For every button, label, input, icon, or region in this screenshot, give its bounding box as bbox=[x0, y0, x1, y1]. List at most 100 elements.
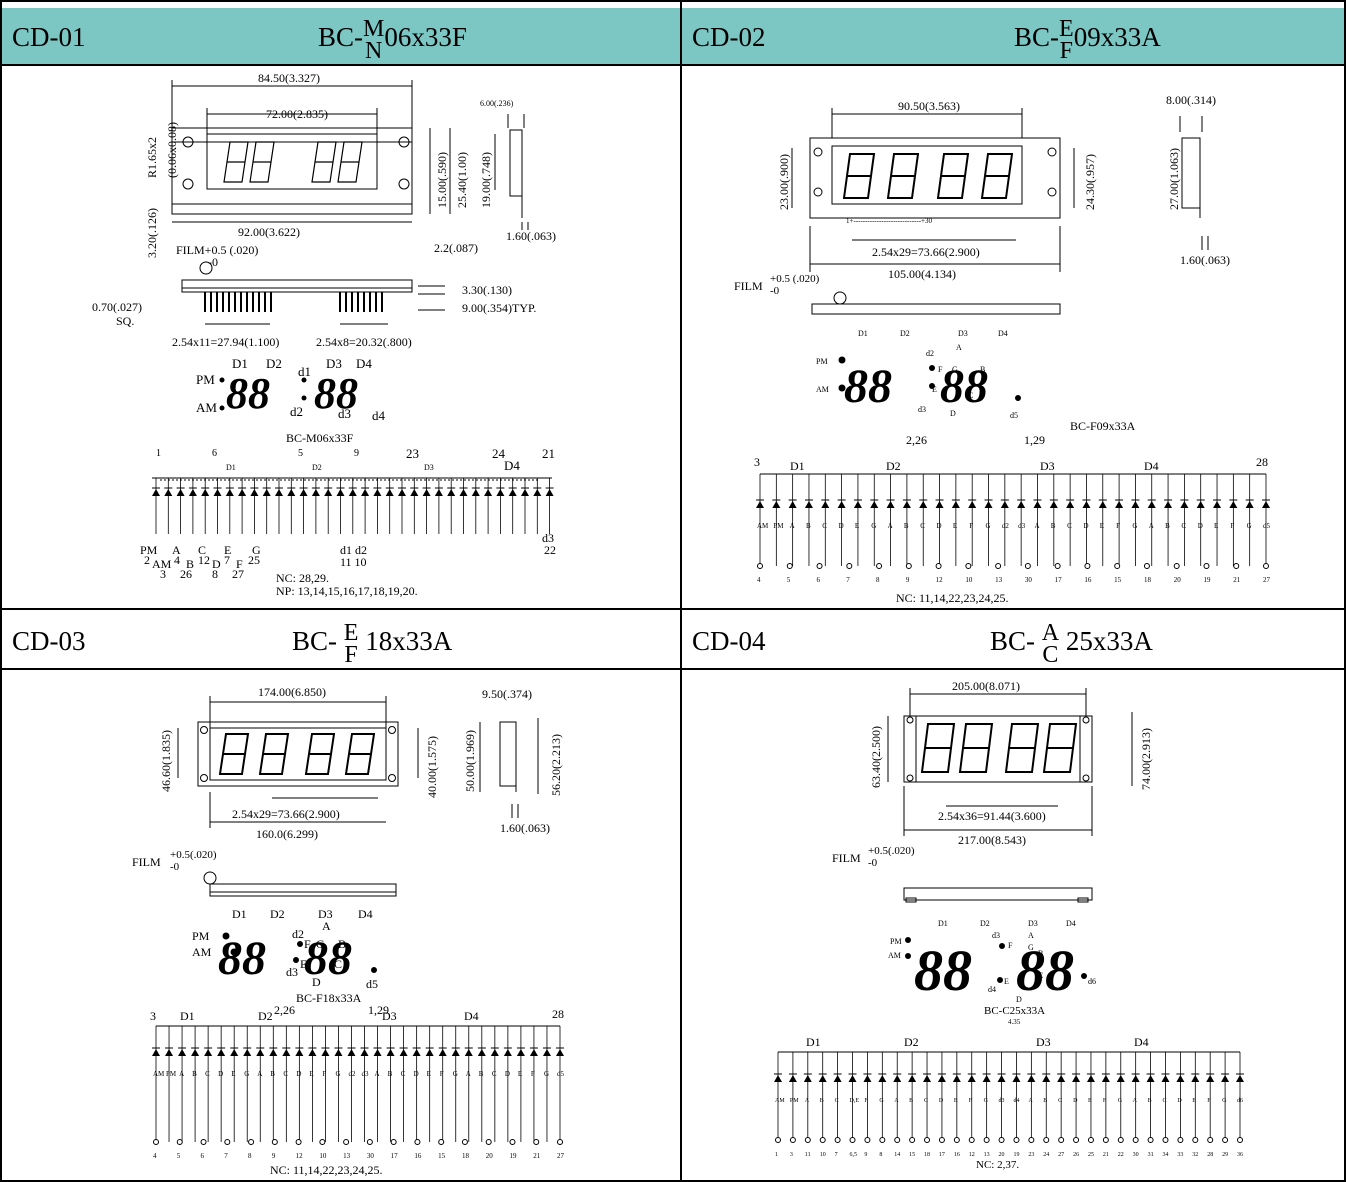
digits-left: 88 bbox=[218, 932, 266, 985]
pin-label-d3: d3 bbox=[542, 531, 554, 545]
dot-d5: d5 bbox=[1010, 411, 1018, 420]
column-label: C bbox=[835, 1098, 839, 1104]
pin-number: 31 bbox=[1148, 1152, 1154, 1158]
dim-h3: 19.00(.748) bbox=[479, 152, 493, 208]
diode-symbol bbox=[230, 1049, 239, 1056]
am-label: AM bbox=[196, 400, 217, 415]
cd03-drawing: 174.00(6.850) 46.60(1.835) 40.00(1.575) … bbox=[132, 685, 565, 1177]
diode-symbol bbox=[373, 489, 382, 496]
pin-terminal bbox=[1102, 1137, 1109, 1143]
diode-row bbox=[152, 478, 554, 534]
dim-mount-width: 92.00(3.622) bbox=[238, 225, 300, 239]
seg-g: G bbox=[1028, 943, 1034, 952]
pin-terminal bbox=[1203, 563, 1210, 569]
dim-pitch: 2.54x36=91.44(3.600) bbox=[938, 809, 1046, 823]
diode-symbol bbox=[837, 501, 846, 508]
dim-overall-width: 205.00(8.071) bbox=[952, 679, 1020, 693]
diode-symbol bbox=[902, 501, 911, 508]
diode-symbol bbox=[1072, 1075, 1081, 1082]
pin-number: 20 bbox=[999, 1152, 1005, 1158]
digit-label-d1: D1 bbox=[858, 329, 868, 338]
pin-number: 19 bbox=[1203, 576, 1211, 584]
column-label: F bbox=[531, 1070, 535, 1078]
column-label: E bbox=[518, 1070, 522, 1078]
seg-e: E bbox=[300, 957, 307, 971]
pin-number: 17 bbox=[391, 1152, 399, 1160]
pin-number: 13 bbox=[984, 1152, 990, 1158]
column-label: D bbox=[505, 1070, 510, 1078]
diode-symbol bbox=[1115, 501, 1124, 508]
pin-number: 12 bbox=[936, 576, 944, 584]
group-d2: D2 bbox=[886, 459, 901, 473]
variant-bottom: C bbox=[1042, 642, 1059, 668]
digits-right: 88 bbox=[304, 932, 352, 985]
pin-number: 7 bbox=[835, 1152, 838, 1158]
column-label: G bbox=[244, 1070, 249, 1078]
nc-note: NC: 11,14,22,23,24,25. bbox=[896, 591, 1009, 605]
seg-b: B bbox=[980, 365, 985, 374]
variant-top: E bbox=[1059, 16, 1074, 42]
variant-bottom: F bbox=[1059, 38, 1074, 64]
pin-terminal bbox=[905, 563, 912, 569]
column-label: C bbox=[1162, 1098, 1166, 1104]
dim-side-height: 27.00(1.063) bbox=[1167, 148, 1181, 210]
pin-terminal bbox=[864, 1137, 871, 1143]
diode-symbol bbox=[243, 1049, 252, 1056]
pin-number: 5 bbox=[787, 576, 791, 584]
seg-e: E bbox=[1004, 977, 1009, 986]
pin-terminal bbox=[1013, 1137, 1020, 1143]
circuit-title: BC-M06x33F bbox=[286, 431, 354, 445]
diode-symbol bbox=[803, 1075, 812, 1082]
pin-number: 1 bbox=[775, 1152, 778, 1158]
diode-symbol bbox=[1131, 1075, 1140, 1082]
model-prefix: BC- bbox=[990, 626, 1036, 657]
pin-num: 27 bbox=[232, 567, 244, 581]
am-label: AM bbox=[816, 385, 829, 394]
diode-symbol bbox=[282, 1049, 291, 1056]
seg-a: A bbox=[956, 343, 962, 352]
digits-left: 88 bbox=[844, 360, 892, 413]
pin-terminal bbox=[509, 1139, 516, 1145]
pin-number: 12 bbox=[296, 1152, 304, 1160]
dot-label-d2: d2 bbox=[290, 404, 303, 419]
column-label: AM bbox=[153, 1070, 165, 1078]
diode-symbol bbox=[923, 1075, 932, 1082]
pin-num: 11 10 bbox=[340, 555, 367, 569]
dim-pitch: 2.54x29=73.66(2.900) bbox=[232, 807, 340, 821]
column-label: F bbox=[864, 1098, 868, 1104]
pin-terminal bbox=[271, 1139, 278, 1145]
pin-number: 30 bbox=[1025, 576, 1033, 584]
variant-bottom: N bbox=[365, 38, 383, 64]
column-label: A bbox=[790, 522, 795, 530]
digit-label-d3: D3 bbox=[318, 907, 333, 921]
pin-terminal bbox=[894, 1137, 901, 1143]
diode-symbol bbox=[477, 1049, 486, 1056]
group-d2: D2 bbox=[312, 463, 322, 472]
diode-symbol bbox=[952, 1075, 961, 1082]
pin-number: 13 bbox=[995, 576, 1003, 584]
diode-symbol bbox=[1049, 501, 1058, 508]
pin-label-a: A bbox=[172, 543, 181, 557]
column-label: C bbox=[1058, 1098, 1062, 1104]
column-label: B bbox=[909, 1098, 913, 1104]
diode-symbol bbox=[821, 501, 830, 508]
pin-number: 15 bbox=[438, 1152, 446, 1160]
circuit-title: BC-C25x33A bbox=[984, 1005, 1045, 1017]
pin-number: 27 bbox=[557, 1152, 565, 1160]
film-tol: +0.5 (.020) bbox=[770, 273, 820, 285]
column-label: d5 bbox=[557, 1070, 565, 1078]
pin-number: 29 bbox=[1222, 1152, 1228, 1158]
dim-hole-dia: 2.2(.087) bbox=[434, 241, 478, 255]
pin-number: 24 bbox=[1043, 1152, 1049, 1158]
pin-num: 4 bbox=[174, 553, 180, 567]
pin-terminal bbox=[968, 1137, 975, 1143]
diode-symbol bbox=[1180, 501, 1189, 508]
pin-number: 9 bbox=[864, 1152, 867, 1158]
column-label: B bbox=[1051, 522, 1056, 530]
pin-number: 20 bbox=[1174, 576, 1182, 584]
pin-number: 22 bbox=[1118, 1152, 1124, 1158]
column-label: E bbox=[1088, 1098, 1092, 1104]
